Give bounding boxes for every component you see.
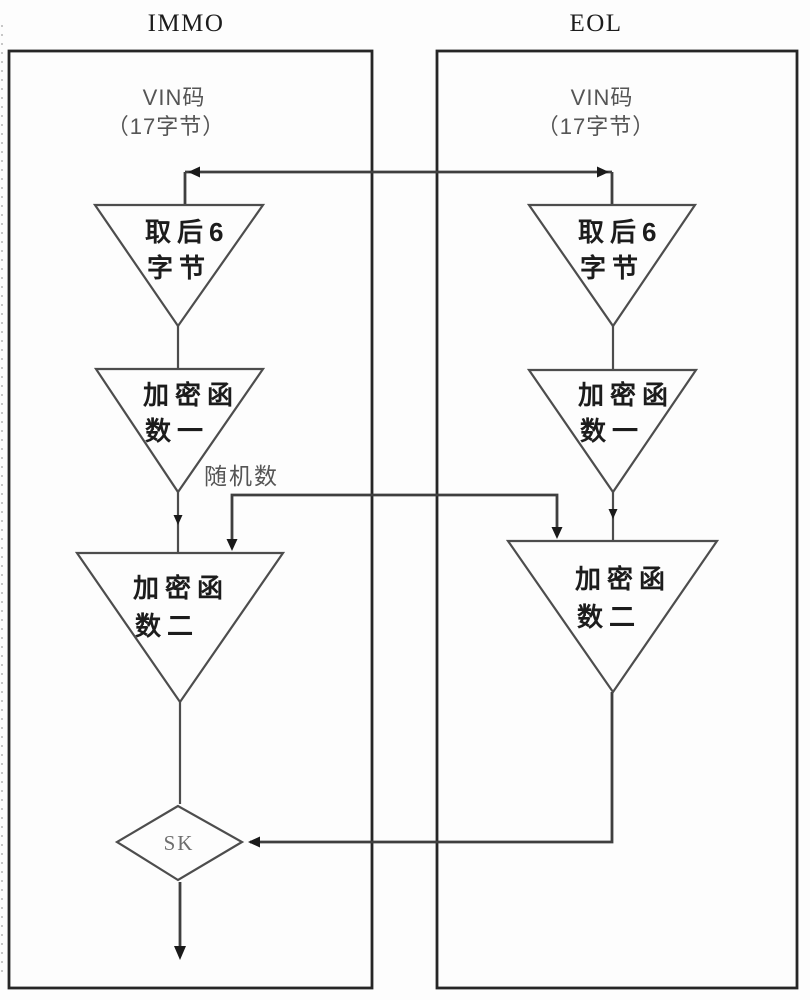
vin-exchange-left-arrowhead-icon [188,166,200,178]
sk-input-arrowhead-icon [248,836,260,848]
eol-encrypt1-label-line1: 加密函 [578,380,674,410]
random-number-left-arrowhead-icon [226,539,238,551]
random-number-right-arrowhead-icon [551,527,563,539]
eol-encrypt2-label-line2: 数二 [577,602,641,632]
random-number-label: 随机数 [204,463,279,489]
immo-vin-label-line2: （17字节） [107,114,225,139]
eol-encrypt2-label-line1: 加密函 [575,564,671,594]
immo-encrypt2-input-arrowhead-icon [173,515,183,525]
eol-funnel-take6 [526,203,698,328]
eol-vin-label-line2: （17字节） [537,114,655,139]
immo-funnel-encrypt1 [93,367,266,494]
immo-take6-label-line1: 取后6 [145,217,229,247]
eol-encrypt2-to-sk-connector [250,692,614,844]
eol-encrypt1-label-line2: 数一 [580,416,644,446]
eol-vin-label-line1: VIN码 [571,85,634,110]
sk-label: SK [164,831,195,855]
immo-lane-box [7,49,374,990]
immo-take6-label-line2: 字节 [147,253,211,283]
immo-encrypt2-label-line2: 数二 [135,611,199,641]
eol-take6-label-line2: 字节 [580,253,644,283]
sk-diamond [114,804,245,882]
random-number-bridge-line [230,493,559,547]
immo-vin-label-line1: VIN码 [143,85,206,110]
immo-encrypt2-label-line1: 加密函 [133,573,229,603]
sk-output-arrowhead-icon [174,946,186,960]
immo-funnel-encrypt2 [74,551,286,704]
eol-funnel-encrypt2 [505,539,720,694]
eol-lane-box [435,49,799,990]
eol-encrypt2-input-arrowhead-icon [608,509,618,519]
vin-exchange-right-arrowhead-icon [597,166,609,178]
immo-encrypt1-label-line1: 加密函 [143,380,239,410]
eol-column-title: EOL [569,10,622,37]
eol-take6-label-line1: 取后6 [578,217,662,247]
eol-funnel-encrypt1 [526,368,699,494]
immo-column-title: IMMO [148,10,225,37]
immo-encrypt1-label-line2: 数一 [145,416,209,446]
immo-funnel-take6 [92,203,266,328]
